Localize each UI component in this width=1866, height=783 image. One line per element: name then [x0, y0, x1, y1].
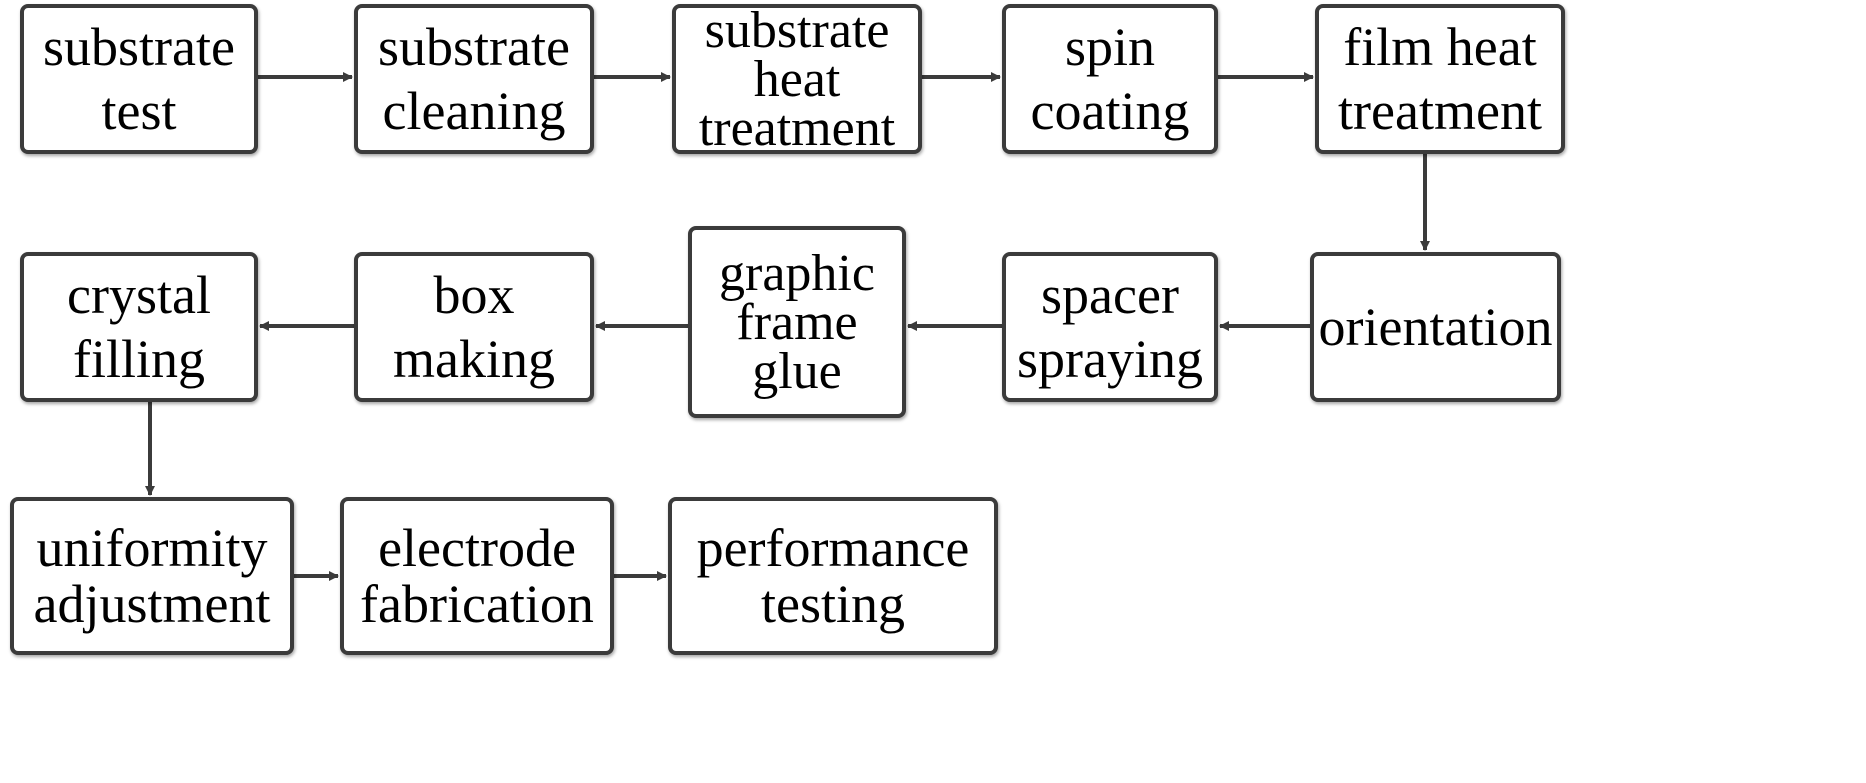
- step-label-line: testing: [761, 574, 905, 634]
- step-label-line: filling: [73, 329, 205, 389]
- step-label-line: coating: [1030, 81, 1190, 141]
- step-label-line: heat: [753, 50, 841, 108]
- step-label-line: graphic: [719, 244, 875, 302]
- step-label-line: glue: [752, 342, 842, 400]
- step-label-line: spraying: [1017, 329, 1203, 389]
- step-label-line: cleaning: [382, 81, 566, 141]
- step-label-line: electrode: [378, 518, 576, 578]
- step-label-line: substrate: [43, 17, 235, 77]
- step-label-line: film heat: [1343, 17, 1537, 77]
- step-label-line: crystal: [67, 265, 211, 325]
- step-label-line: substrate: [378, 17, 570, 77]
- step-label-line: spin: [1064, 17, 1156, 77]
- step-label-line: substrate: [704, 4, 890, 59]
- step-label-line: box: [433, 265, 515, 325]
- step-label-line: uniformity: [36, 518, 268, 578]
- step-label-line: frame: [736, 293, 858, 351]
- step-label-line: performance: [696, 518, 970, 578]
- step-label-line: spacer: [1041, 265, 1179, 325]
- step-label-line: adjustment: [33, 574, 271, 634]
- step-label-line: test: [101, 81, 177, 141]
- step-label-line: making: [393, 329, 555, 389]
- step-orientation: orientation: [1310, 252, 1561, 402]
- step-label-line: orientation: [1318, 297, 1553, 357]
- step-label-line: treatment: [698, 99, 896, 154]
- step-label-line: fabrication: [360, 574, 594, 634]
- step-label-line: treatment: [1338, 81, 1542, 141]
